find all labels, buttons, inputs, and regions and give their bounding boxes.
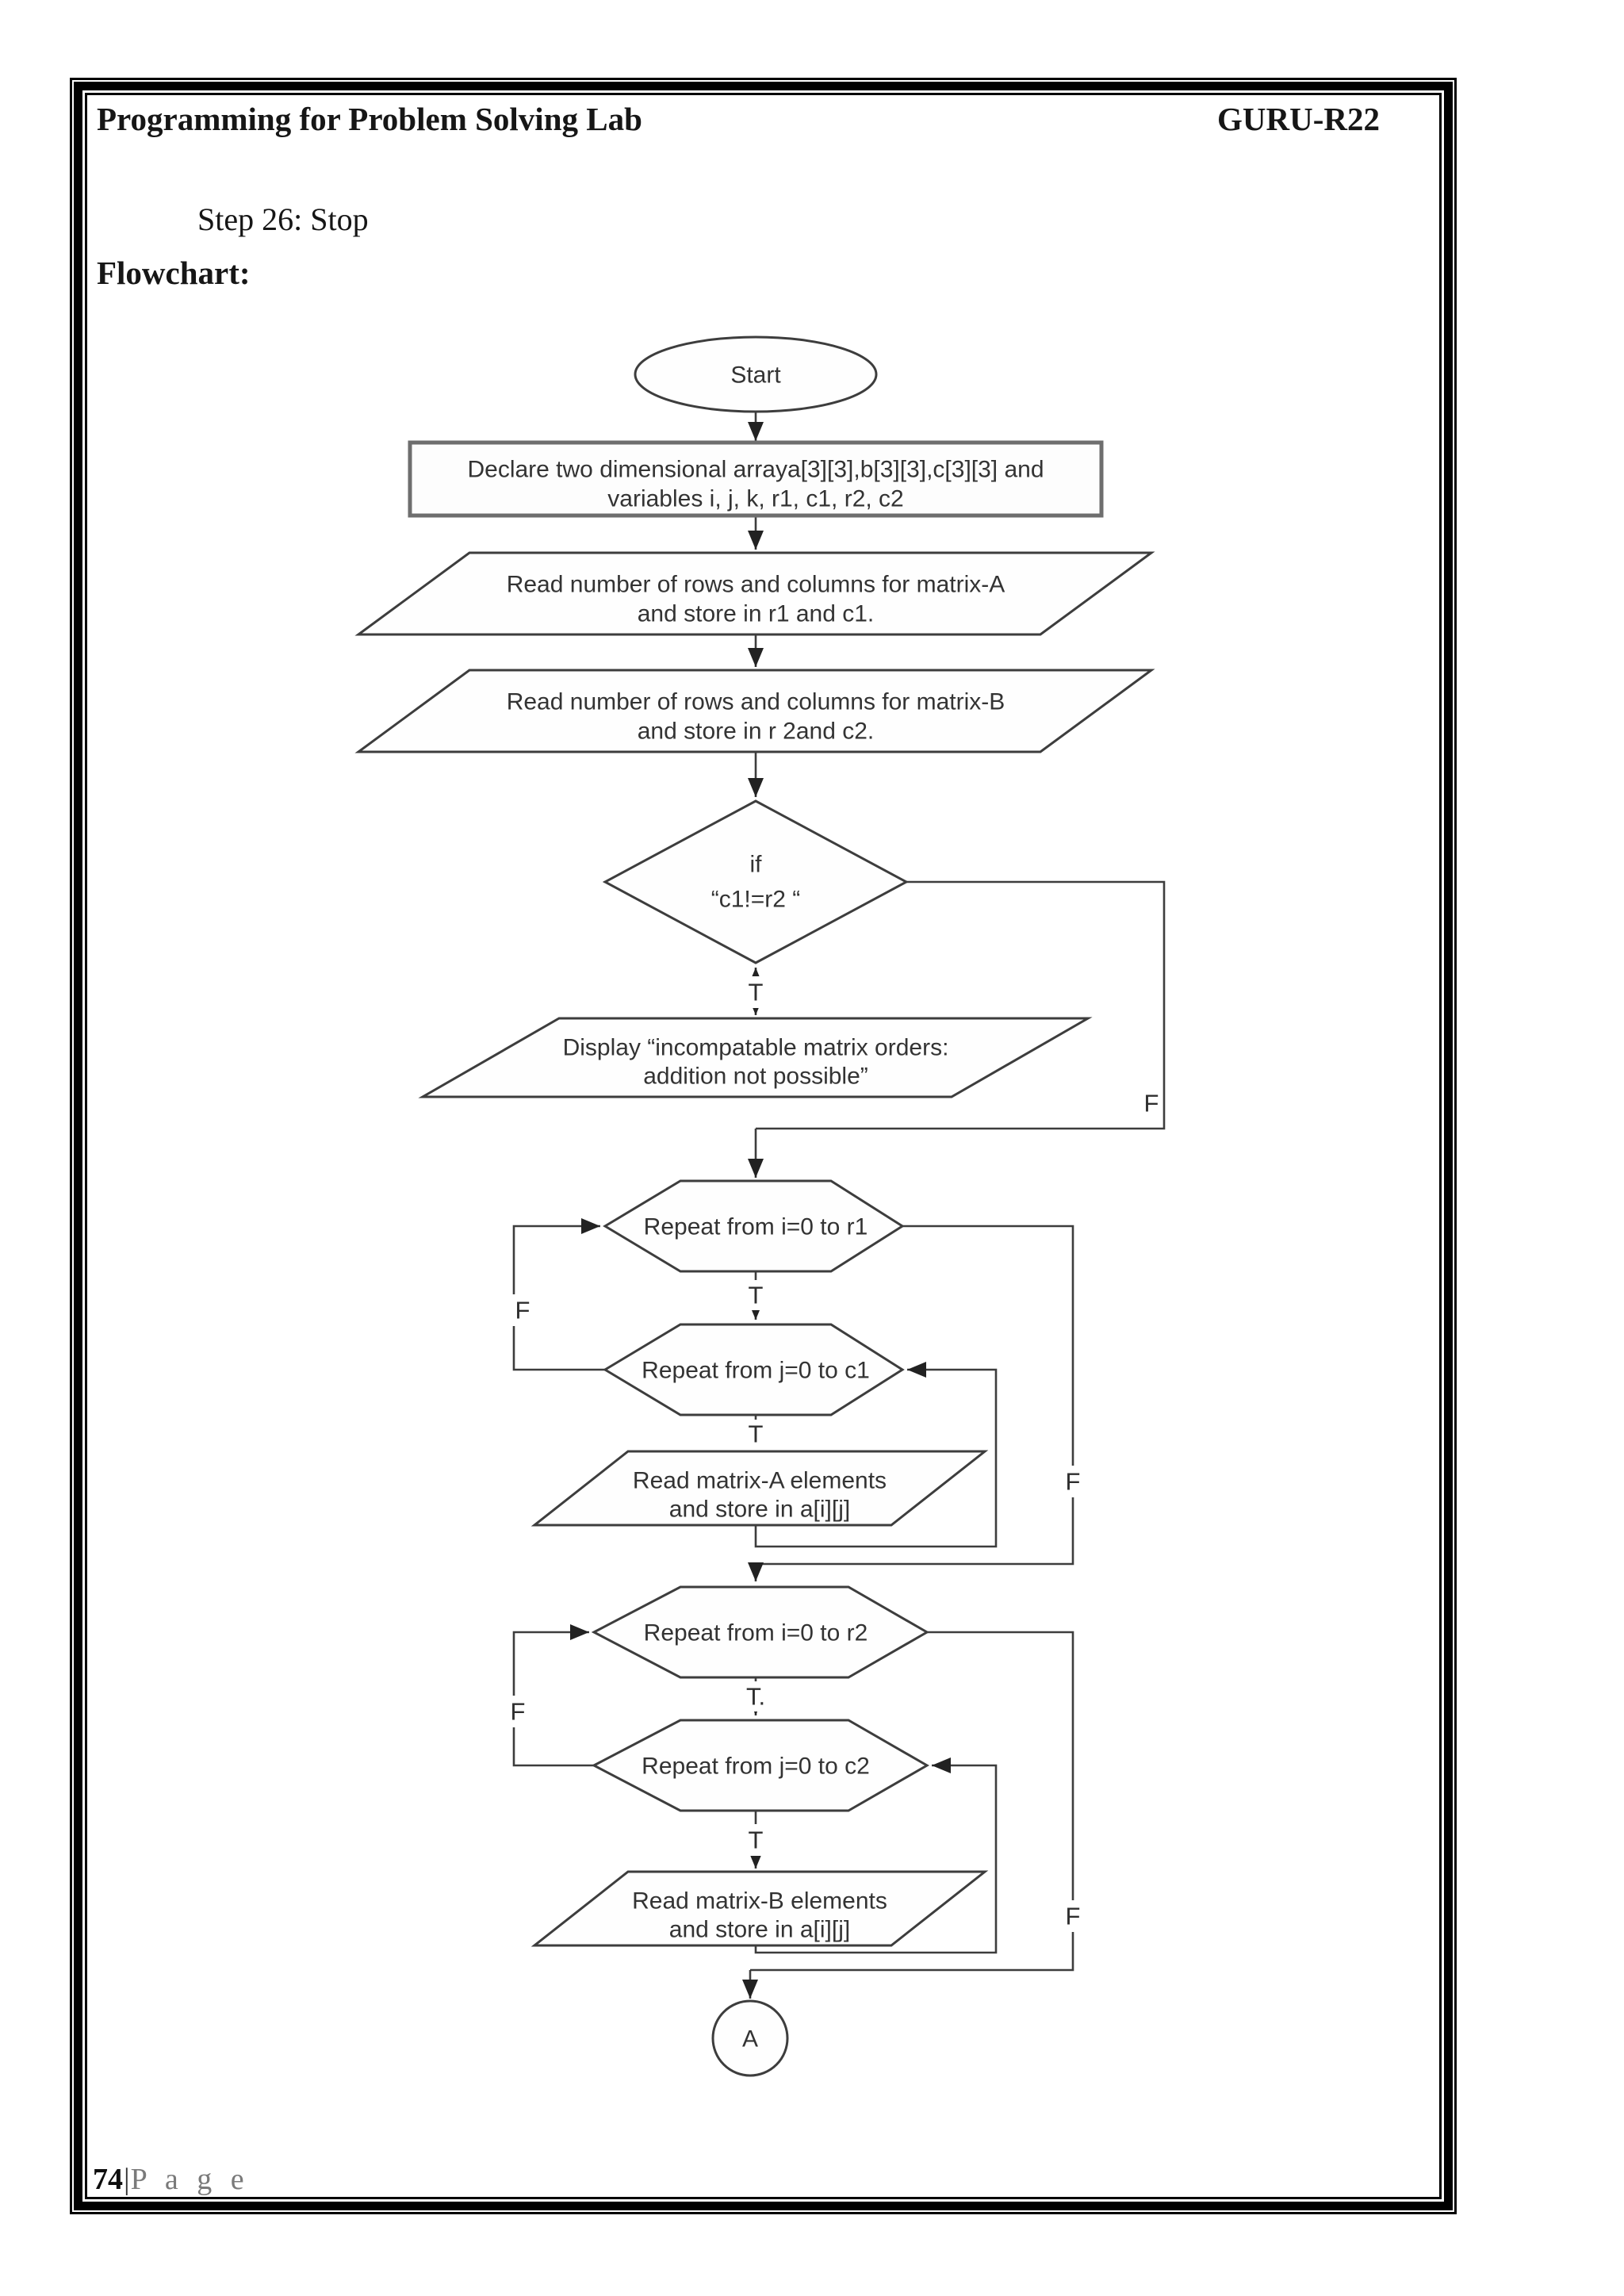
loop-i2-true-label: T. xyxy=(746,1683,765,1711)
edge-loop-i2-false-branch xyxy=(750,1631,1074,1972)
edge-loop-i1-false-branch xyxy=(756,1225,1074,1566)
page-number: 74 xyxy=(93,2163,123,2196)
step-text: Step 26: Stop xyxy=(197,201,369,237)
read-a-dims-line1: Read number of rows and columns for matr… xyxy=(507,572,1005,598)
loop-i1-true-label-bg xyxy=(742,1280,769,1310)
read-b-dims-line1: Read number of rows and columns for matr… xyxy=(507,689,1005,715)
loop-j1-false-label: F xyxy=(515,1297,530,1324)
read-matrix-a-elems-parallelogram xyxy=(530,1450,989,1527)
declare-process-shape xyxy=(408,440,1104,518)
read-a-elems-line1: Read matrix-A elements xyxy=(633,1468,887,1494)
footer-page-word: P a g e xyxy=(130,2163,250,2196)
document-code: GURU-R22 xyxy=(1217,101,1380,137)
loop-i-r2-label: Repeat from i=0 to r2 xyxy=(644,1620,868,1646)
decision-diamond xyxy=(602,799,910,964)
edge-read-a-back-to-loop-j1 xyxy=(754,1362,998,1548)
read-matrix-b-dims-parallelogram xyxy=(354,669,1155,753)
read-b-elems-line2: and store in a[i][j] xyxy=(669,1917,850,1943)
loop-i1-true-label: T xyxy=(749,1282,764,1309)
decision-line2: “c1!=r2 “ xyxy=(711,887,801,913)
decision-false-label: F xyxy=(1144,1090,1159,1117)
loop-i2-false-label: F xyxy=(1066,1903,1081,1930)
read-b-dims-line2: and store in r 2and c2. xyxy=(638,719,875,745)
decision-true-label-bg xyxy=(742,976,769,1008)
read-a-elems-line2: and store in a[i][j] xyxy=(669,1497,850,1523)
read-matrix-b-elems-parallelogram xyxy=(530,1870,989,1947)
loop-j2-false-label-bg xyxy=(505,1696,530,1727)
loop-j-c2-hexagon xyxy=(591,1719,930,1812)
start-terminator-shape xyxy=(634,335,878,413)
connector-a-circle xyxy=(711,1999,789,2077)
display-error-parallelogram xyxy=(418,1017,1093,1098)
loop-j2-true-label-bg xyxy=(742,1824,769,1856)
display-error-line1: Display “incompatable matrix orders: xyxy=(563,1035,949,1061)
document-title: Programming for Problem Solving Lab xyxy=(97,101,642,137)
loop-i1-false-label: F xyxy=(1066,1468,1081,1496)
loop-i-r2-hexagon xyxy=(591,1585,930,1679)
loop-i2-true-label-bg xyxy=(739,1681,774,1711)
loop-j-c1-label: Repeat from j=0 to c1 xyxy=(642,1358,870,1384)
loop-i1-false-label-bg xyxy=(1059,1466,1088,1497)
loop-i-r1-hexagon xyxy=(603,1179,905,1273)
loop-j1-true-label-bg xyxy=(742,1420,769,1450)
read-b-elems-line1: Read matrix-B elements xyxy=(632,1888,887,1915)
footer-separator: | xyxy=(124,2163,130,2196)
loop-j2-true-label: T xyxy=(749,1826,764,1854)
loop-i2-false-label-bg xyxy=(1059,1900,1088,1932)
page-border xyxy=(70,78,1457,2214)
page-border-inner xyxy=(85,93,1442,2199)
read-matrix-a-dims-parallelogram xyxy=(354,551,1155,636)
loop-j2-false-label: F xyxy=(511,1698,526,1726)
loop-i-r1-label: Repeat from i=0 to r1 xyxy=(644,1214,868,1240)
read-a-dims-line2: and store in r1 and c1. xyxy=(638,601,875,627)
start-label: Start xyxy=(730,362,781,389)
loop-j1-true-label: T xyxy=(749,1420,764,1448)
flowchart-section-label: Flowchart: xyxy=(97,255,251,291)
edge-read-b-back-to-loop-j2 xyxy=(754,1757,998,1954)
declare-line2: variables i, j, k, r1, c1, r2, c2 xyxy=(607,486,903,512)
connector-a-label: A xyxy=(742,2026,758,2053)
loop-j-c2-label: Repeat from j=0 to c2 xyxy=(642,1754,870,1780)
decision-true-label: T xyxy=(749,979,764,1006)
page-border-mid xyxy=(74,82,1453,2210)
loop-j-c1-hexagon xyxy=(603,1323,905,1416)
decision-line1: if xyxy=(750,852,763,878)
declare-line1: Declare two dimensional arraya[3][3],b[3… xyxy=(467,457,1044,483)
loop-j1-false-label-bg xyxy=(510,1294,535,1326)
page-footer: 74|P a g e xyxy=(93,2162,250,2197)
display-error-line2: addition not possible” xyxy=(643,1064,868,1090)
edge-decision-false-branch xyxy=(756,880,1166,1130)
